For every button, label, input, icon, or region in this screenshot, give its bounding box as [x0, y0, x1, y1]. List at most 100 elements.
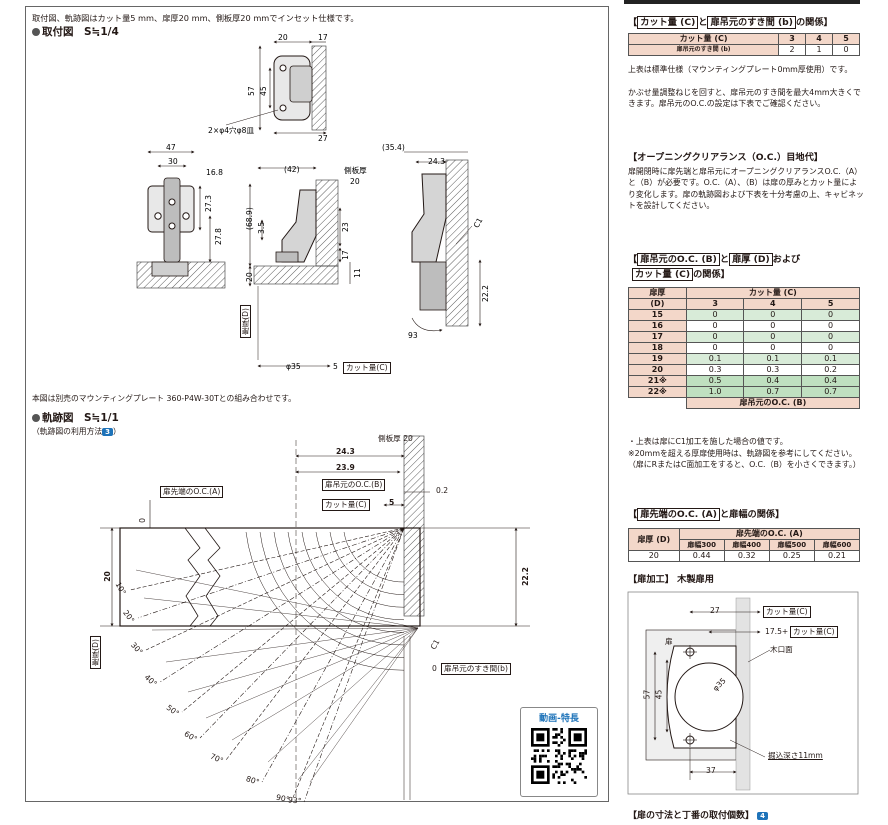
- opening-ray-back: [187, 627, 419, 693]
- opening-ray: [225, 527, 405, 761]
- qr-label: 動画-特長: [539, 714, 579, 724]
- dim-57: 57: [247, 86, 256, 96]
- door-label: 扉: [665, 637, 673, 646]
- dim-0b-path: 0: [432, 664, 437, 673]
- drawing-frame: [25, 6, 609, 802]
- door-arc: [315, 531, 405, 608]
- opening-ray: [181, 527, 405, 713]
- para-3: 扉開閉時に扉先端と扉吊元にオープニングクリアランスO.C.（A）と（B）が必要で…: [628, 167, 864, 210]
- intro-text: 取付図、軌跡図はカット量5 mm、扉厚20 mm、側板厚20 mmでインセット仕…: [32, 13, 359, 23]
- heading-oc: 【オープニングクリアランス（O.C.）目地代】: [628, 152, 823, 163]
- opening-ray: [291, 527, 405, 801]
- dim-168: 16.8: [206, 168, 223, 177]
- para-1: 上表は標準仕様（マウンティングプレート0mm厚使用）です。: [628, 65, 853, 74]
- door-size-badge[interactable]: 4: [757, 812, 769, 820]
- dim-93: 93: [408, 331, 418, 340]
- opening-ray: [137, 527, 405, 619]
- note-1: ・上表は扉にC1加工を施した場合の値です。: [628, 437, 788, 446]
- door-arc: [329, 531, 405, 595]
- qr-card[interactable]: 動画-特長: [520, 707, 598, 797]
- dim-11: 11: [353, 268, 362, 278]
- oca-label: 扉先端のO.C.(A): [160, 486, 224, 498]
- door-dim-45: 45: [654, 689, 664, 700]
- heading-ocb-2: カット量 (C)の関係】: [632, 268, 730, 281]
- hinge-side-view: [248, 166, 351, 368]
- door-cut-1: カット量(C): [763, 606, 811, 618]
- dim-35: 3.5: [257, 222, 266, 234]
- door-dim-27: 27: [710, 606, 720, 615]
- heading-cut-gap: 【カット量 (C)と扉吊元のすき間 (b)の関係】: [628, 16, 833, 29]
- holes-label: 2×φ4穴φ8皿: [208, 125, 254, 135]
- door-arc: [245, 531, 405, 671]
- heading-oca: 【扉先端のO.C. (A)と扉幅の関係】: [628, 508, 785, 521]
- opening-ray: [129, 527, 405, 591]
- heading-ocb: 【扉吊元のO.C. (B)と扉厚 (D)および: [628, 253, 801, 266]
- opening-ray: [159, 527, 405, 683]
- opening-ray-back: [151, 627, 419, 631]
- bullet-icon: [32, 28, 40, 36]
- door-dim-57: 57: [642, 689, 652, 700]
- dim-47: 47: [166, 143, 176, 152]
- dim-243-path: 24.3: [336, 447, 355, 456]
- dim-222: 22.2: [481, 285, 490, 302]
- door-arc: [259, 531, 405, 658]
- door-arc: [287, 531, 405, 633]
- door-cut-2: カット量(C): [790, 626, 838, 638]
- heading-door-size: 【扉の寸法と丁番の取付個数】 4: [628, 808, 769, 821]
- c1-label: C1: [472, 216, 485, 229]
- opening-ray-back: [309, 627, 419, 783]
- opening-ray-back: [205, 627, 419, 719]
- bullet-icon: [32, 414, 40, 422]
- dim-239-path: 23.9: [336, 463, 355, 472]
- hinge-open-view: [404, 151, 482, 332]
- qr-code-icon[interactable]: [531, 728, 587, 784]
- depth-label: 掘込深さ11mm: [768, 751, 823, 760]
- para-2: かぶせ量調整ねじを回すと、扉吊元のすき間を最大4mm大きくできます。扉吊元のO.…: [628, 88, 861, 109]
- side-thick-label: 側板厚: [344, 165, 367, 175]
- door-dim-175: 17.5+: [765, 627, 789, 636]
- dim-5-path: 5: [389, 498, 395, 507]
- door-arc: [343, 531, 405, 583]
- door-dim-37: 37: [706, 766, 716, 775]
- mount-note: 本図は別売のマウンティングプレート 360-P4W-30Tとの組み合わせです。: [32, 394, 296, 403]
- opening-ray: [199, 527, 405, 739]
- door-arc: [301, 531, 405, 621]
- dim-243: 24.3: [428, 157, 445, 166]
- plate-front-view: [136, 150, 226, 289]
- heading-door-processing: 【扉加工】 木製扉用: [628, 574, 714, 585]
- opening-ray-back: [231, 627, 419, 741]
- dim-30: 30: [168, 157, 178, 166]
- top-strip: [624, 0, 860, 4]
- dim-20b: 20: [245, 272, 254, 282]
- opening-ray: [261, 527, 405, 783]
- side-thick-val: 20: [350, 177, 360, 186]
- usage-badge[interactable]: 3: [102, 428, 114, 436]
- dim-17b: 17: [341, 250, 350, 260]
- dim-23: 23: [341, 222, 350, 232]
- dim-42: (42): [284, 165, 300, 174]
- opening-ray-back: [165, 627, 419, 663]
- dim-273: 27.3: [204, 195, 213, 212]
- dim-27: 27: [318, 134, 328, 143]
- dim-02: 0.2: [436, 486, 449, 495]
- section-path-title: 軌跡図 S≒1/1: [32, 410, 119, 425]
- dim-278: 27.8: [214, 228, 223, 245]
- note-2: ※20mmを超える厚扉使用時は、軌跡図を参考にしてください。（扉にRまたはC面加…: [628, 449, 861, 470]
- ocb-label: 扉吊元のO.C.(B): [322, 479, 386, 491]
- section-mount-label: 取付図 S≒1/4: [42, 26, 119, 38]
- door-arc: [273, 531, 405, 646]
- dim-354: (35.4): [382, 143, 405, 152]
- dim-17-top: 17: [318, 33, 328, 42]
- gap-label: 扉吊元のすき間(b): [441, 663, 511, 675]
